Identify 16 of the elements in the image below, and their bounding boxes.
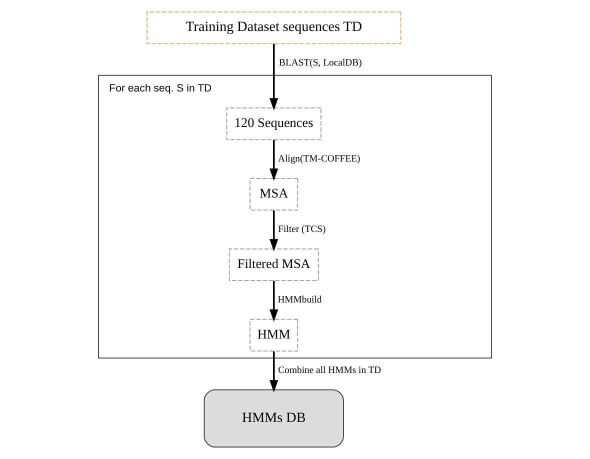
- edge-label: HMMbuild: [278, 294, 322, 306]
- node-box: 120 Sequences: [226, 108, 322, 140]
- arrow: [270, 140, 278, 181]
- node-box: MSA: [250, 178, 298, 211]
- node-box: Filtered MSA: [228, 248, 319, 282]
- edge-label: Combine all HMMs in TD: [278, 364, 382, 376]
- arrow: [270, 351, 278, 392]
- node-box: Training Dataset sequences TD: [146, 12, 402, 44]
- edge-label: BLAST(S, LocalDB): [279, 57, 362, 68]
- edge-label: Align(TM-COFFEE): [278, 154, 360, 164]
- arrow: [270, 210, 278, 252]
- edge-label: Filter (TCS): [278, 224, 326, 235]
- node-box: HMMs DB: [204, 389, 344, 448]
- node-box: HMM: [250, 318, 298, 352]
- arrow: [270, 44, 278, 110]
- arrow: [270, 280, 278, 322]
